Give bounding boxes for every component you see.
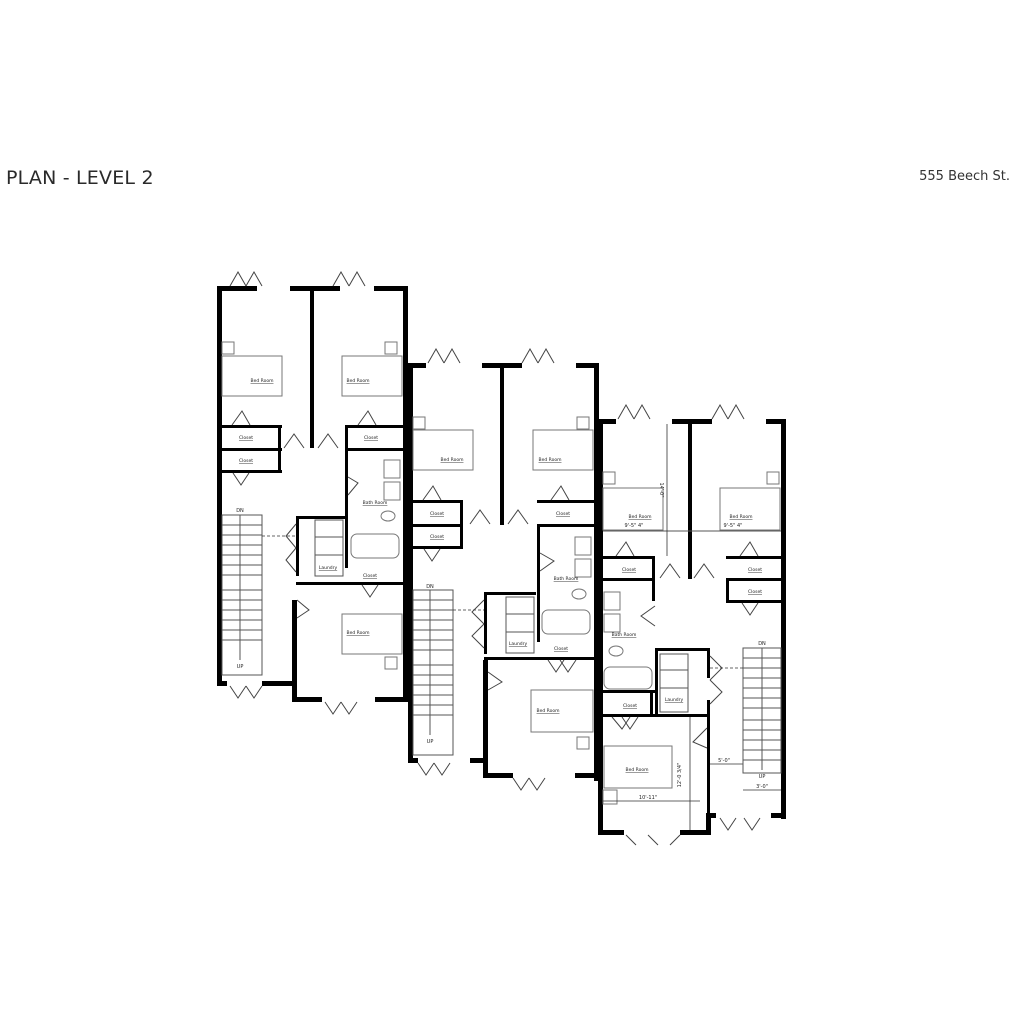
room-label: Bed Room [441,457,464,463]
dimension-label: 9'-5" 4" [724,523,743,529]
stairs-down-label: DN [236,508,244,514]
stairs-up-label: UP [759,774,766,780]
room-label: Closet [623,703,637,709]
dimension-label: 10'-11" [639,795,657,801]
room-label: Closet [364,435,378,441]
room-label: Bed Room [730,514,753,520]
room-label: Closet [239,458,253,464]
stairs-unit-3: DN UP [710,641,782,780]
room-label: Bath Room [612,632,637,638]
room-label: Bed Room [629,514,652,520]
stairs-up-label: UP [427,739,434,745]
room-label: Bed Room [537,708,560,714]
dimension-labels: 14'-0" 9'-5" 4" 9'-5" 4" 12'-0 3/4" 10'-… [625,482,768,801]
address-label: 555 Beech St. [919,169,1010,184]
stairs-down-label: DN [426,584,434,590]
room-label: Closet [430,534,444,540]
room-label: Closet [622,567,636,573]
stairs-unit-1: DN UP [221,508,296,676]
room-label: Laundry [509,641,528,647]
room-label: Closet [554,646,568,652]
room-label: Closet [363,573,377,579]
room-label: Bed Room [347,630,370,636]
dimension-label: 5'-0" [718,758,730,764]
room-label: Bed Room [539,457,562,463]
room-label: Bed Room [347,378,370,384]
plan-title: PLAN - LEVEL 2 [6,167,154,189]
room-label: Closet [430,511,444,517]
unit-3: DN UP [598,403,786,846]
room-label: Closet [748,567,762,573]
room-label: Bed Room [251,378,274,384]
room-label: Closet [556,511,570,517]
room-labels: Bed Room Bed Room Closet Closet Closet B… [239,378,762,773]
unit-2: DN UP [408,347,599,791]
unit-1: DN UP [217,270,408,715]
room-label: Laundry [665,697,684,703]
room-label: Closet [748,589,762,595]
dimension-label: 3'-0" [756,784,768,790]
room-label: Laundry [319,565,338,571]
dimension-label: 9'-5" 4" [625,523,644,529]
room-label: Bath Room [363,500,388,506]
stairs-down-label: DN [758,641,766,647]
room-label: Closet [239,435,253,441]
stairs-up-label: UP [237,664,244,670]
room-label: Bath Room [554,576,579,582]
dimension-label: 12'-0 3/4" [677,763,683,788]
room-label: Bed Room [626,767,649,773]
stairs-unit-2: DN UP [412,584,484,756]
dimension-label: 14'-0" [658,482,664,497]
